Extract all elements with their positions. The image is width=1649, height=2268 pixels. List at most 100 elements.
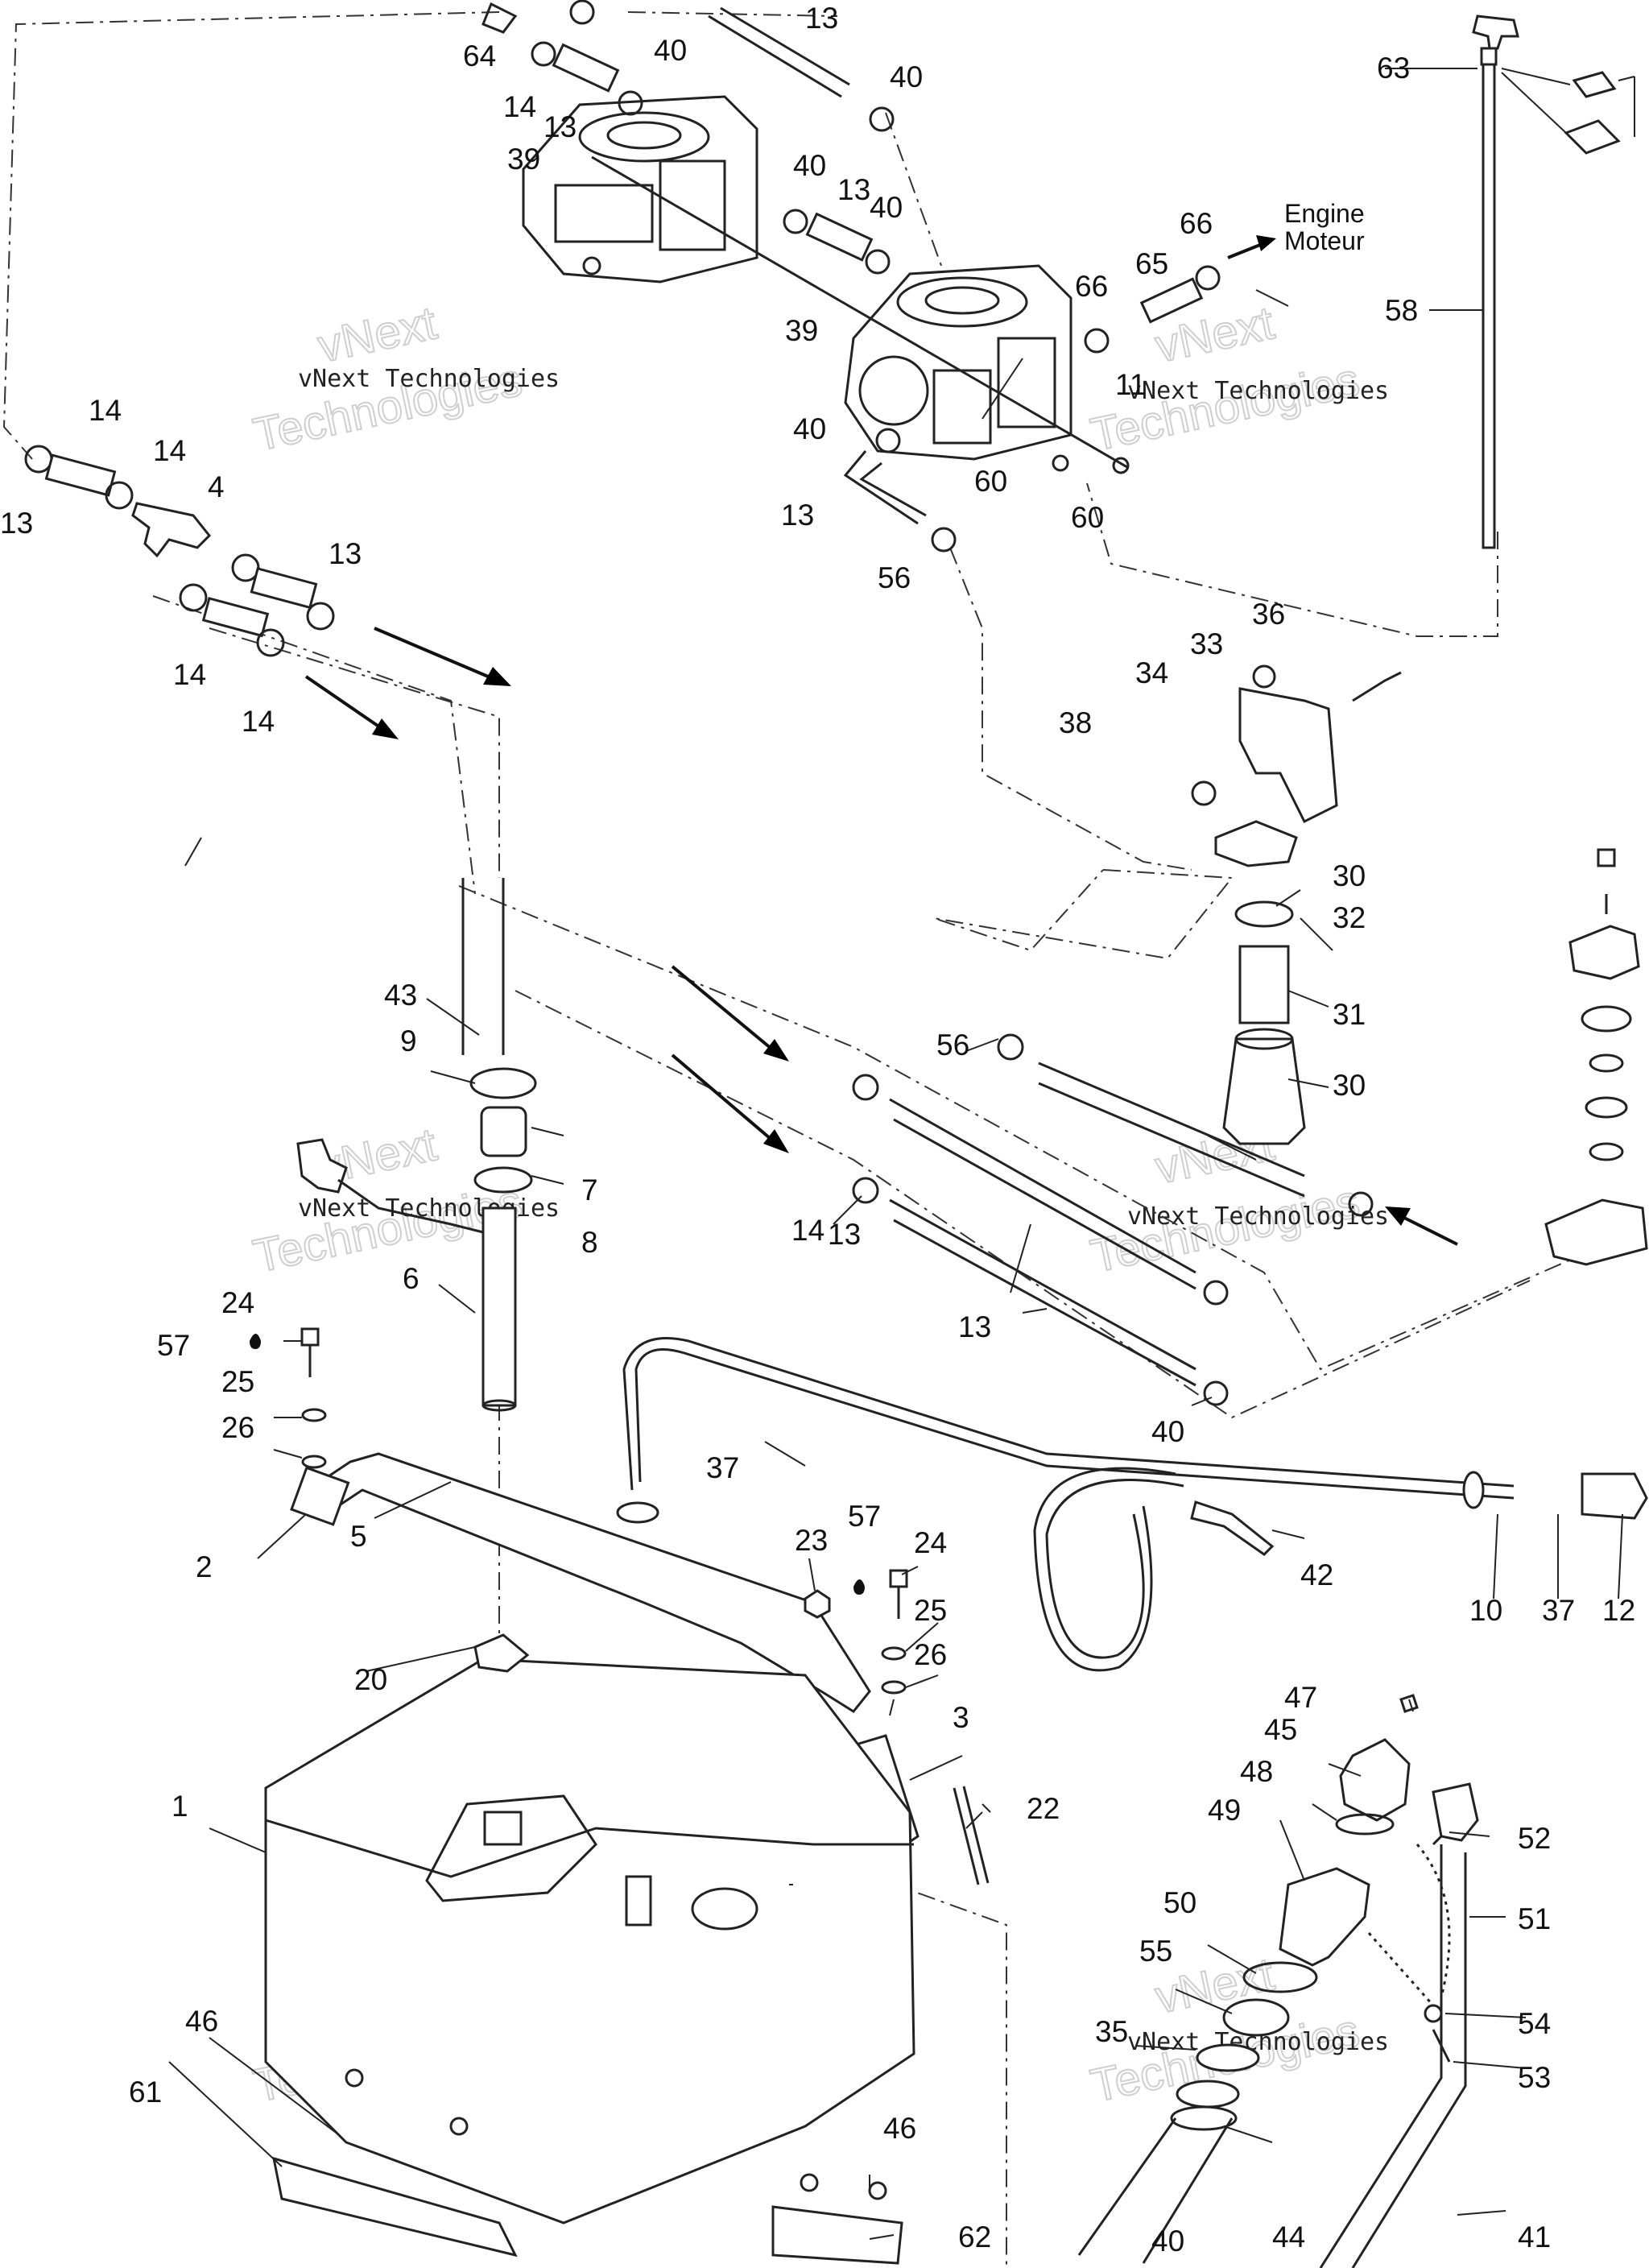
- fuel-hose: [893, 1118, 1196, 1290]
- part-number-label: 13: [837, 173, 870, 206]
- washer: [881, 1646, 907, 1661]
- fuel-hose: [708, 14, 842, 98]
- fuel-hose: [720, 6, 850, 86]
- part-number-label: 13: [828, 1218, 861, 1251]
- fuel-pickup: [296, 878, 537, 1412]
- part-number-label: 46: [185, 2005, 218, 2038]
- part-number-label: 3: [953, 1701, 969, 1734]
- fuel-tank-assembly: [264, 1452, 920, 2265]
- filter-element: [1238, 945, 1290, 1024]
- tee-fitting: [131, 502, 212, 558]
- strap-bracket: [290, 1466, 350, 1526]
- part-number-label: 10: [1469, 1594, 1502, 1627]
- part-number-label: 64: [463, 39, 496, 72]
- valve-body: [1544, 1198, 1648, 1266]
- part-number-label: 41: [1518, 2220, 1551, 2254]
- fuel-hose: [843, 450, 919, 525]
- nut: [1252, 664, 1276, 689]
- part-number-label: 57: [157, 1329, 190, 1362]
- part-number-label: 50: [1163, 1886, 1196, 1919]
- part-number-label: 37: [1542, 1594, 1575, 1627]
- part-number-label: 55: [1139, 1935, 1172, 1968]
- hose-clamp: [1203, 1380, 1229, 1406]
- hose-clamp: [179, 583, 208, 612]
- long-bolt: [953, 1787, 980, 1885]
- part-number-label: 62: [958, 2220, 991, 2254]
- hose-clamp: [869, 106, 895, 132]
- part-number-label: 43: [384, 979, 417, 1012]
- watermark-vnext: vNext: [313, 296, 441, 372]
- sensor-wire: [337, 1178, 484, 1234]
- engine-note-line2: Moteur: [1284, 226, 1365, 255]
- hose-clamp: [852, 1177, 879, 1204]
- fuel-hose: [859, 461, 927, 517]
- flow-arrow: [671, 1053, 789, 1153]
- washer: [301, 1408, 327, 1422]
- fuel-hose: [44, 453, 117, 497]
- filler-hose: [1170, 2105, 1238, 2131]
- hose-path: [1086, 482, 1498, 637]
- fuel-tank: [265, 1819, 914, 1878]
- left-tee-assembly: [24, 445, 335, 657]
- part-number-label: 39: [507, 143, 540, 176]
- part-number-label: 38: [1059, 706, 1092, 739]
- part-number-label: 63: [1377, 52, 1410, 85]
- vent-hose: [1045, 1479, 1184, 1659]
- flow-arrow: [304, 675, 399, 739]
- part-number-label: 14: [791, 1214, 824, 1247]
- gasket: [1335, 1813, 1395, 1836]
- screw: [800, 2173, 819, 2192]
- tank-support: [771, 2205, 903, 2265]
- fuel-tank: [425, 1794, 597, 1902]
- tank-support: [272, 2156, 518, 2258]
- screw: [300, 1327, 320, 1347]
- cable-tie: [1190, 1500, 1275, 1556]
- vent-tube: [1351, 1852, 1467, 2268]
- part-number-label: 32: [1333, 901, 1366, 934]
- nut: [1191, 780, 1217, 806]
- part-number-label: 56: [936, 1028, 969, 1062]
- part-number-label: 57: [848, 1500, 881, 1533]
- part-number-label: 25: [914, 1594, 947, 1627]
- nut: [1222, 1998, 1290, 2037]
- part-number-label: 13: [0, 507, 33, 540]
- part-number-label: 9: [400, 1024, 417, 1057]
- flow-arrow: [671, 965, 789, 1062]
- fasteners: [250, 1327, 990, 2200]
- part-number-label: 26: [221, 1411, 254, 1444]
- part-number-label: 36: [1252, 598, 1285, 631]
- retainer: [1581, 1005, 1632, 1033]
- threadlocker-icon: [250, 1334, 261, 1349]
- hose-path: [152, 595, 476, 895]
- part-number-label: 30: [1333, 1069, 1366, 1102]
- dipstick: [1472, 14, 1635, 549]
- washer: [881, 1680, 907, 1695]
- washer: [1052, 454, 1069, 472]
- part-number-label: 6: [403, 1262, 419, 1295]
- part-number-label: 31: [1333, 998, 1366, 1031]
- middle-hoses: [852, 1033, 1374, 1406]
- vent-cap: [1432, 1782, 1479, 1842]
- screw: [1597, 848, 1616, 867]
- fuel-hose: [805, 212, 874, 262]
- hose-path: [458, 885, 1579, 1371]
- tee-fitting: [481, 2, 518, 34]
- hose-clamp: [852, 1074, 879, 1101]
- screw: [449, 2117, 469, 2136]
- fuel-hose: [552, 43, 620, 93]
- part-number-label: 4: [208, 470, 225, 503]
- part-number-label: 53: [1518, 2061, 1551, 2094]
- leader-lines: [168, 68, 1623, 2240]
- vent-hose: [616, 1337, 1648, 1672]
- part-number-label: 13: [543, 110, 577, 143]
- part-number-label: 46: [883, 2112, 916, 2145]
- part-number-label: 42: [1300, 1558, 1333, 1591]
- fuel-hose: [889, 1098, 1196, 1274]
- part-number-label: 13: [805, 2, 838, 35]
- part-number-label: 14: [503, 90, 536, 123]
- part-number-label: 5: [350, 1520, 367, 1553]
- part-number-label: 54: [1518, 2007, 1551, 2040]
- hose-clamp: [1203, 1280, 1229, 1306]
